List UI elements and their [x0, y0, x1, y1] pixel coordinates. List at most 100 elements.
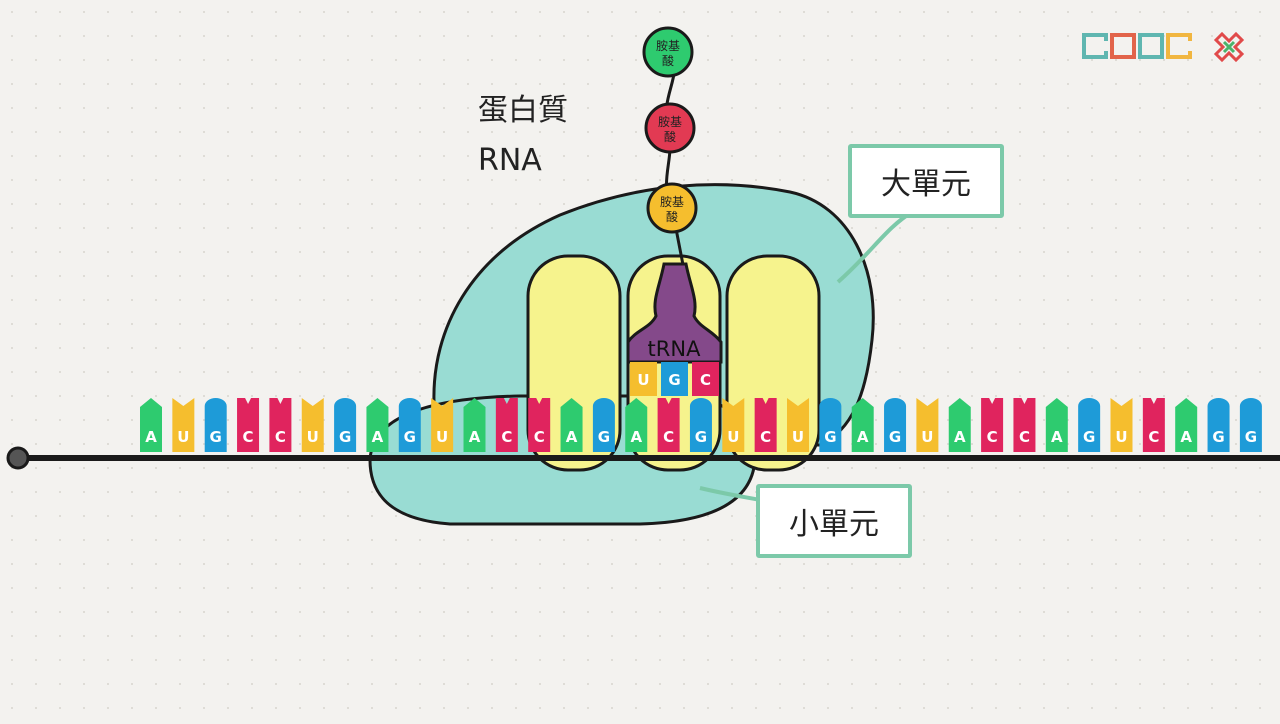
mrna-base: G: [398, 398, 421, 452]
amino-acid-label: 胺基: [660, 195, 684, 209]
amino-acid-label: 酸: [666, 209, 678, 224]
mrna-base-label: G: [1245, 428, 1257, 446]
mrna-base: G: [204, 398, 227, 452]
mrna-base-label: C: [663, 428, 674, 446]
amino-acid-label: 胺基: [658, 115, 682, 129]
large-subunit-callout: 大單元: [848, 144, 1004, 218]
partner-logo: [1213, 31, 1245, 63]
rna-label: RNA: [478, 143, 542, 178]
mrna-base: C: [528, 398, 551, 452]
mrna-base: G: [334, 398, 357, 452]
small-subunit-label: 小單元: [789, 507, 879, 542]
trna: tRNA U G C: [626, 262, 723, 396]
mrna-base: C: [237, 398, 260, 452]
mrna-base: A: [851, 398, 874, 452]
mrna-base-label: C: [987, 428, 998, 446]
amino-acid-label: 胺基: [656, 39, 680, 53]
mrna-base: C: [495, 398, 518, 452]
mrna-base: A: [1045, 398, 1068, 452]
mrna-base-label: G: [339, 428, 351, 446]
trna-anticodon-label: G: [668, 371, 680, 389]
mrna-base-label: C: [243, 428, 254, 446]
amino-acid: 胺基酸: [642, 26, 694, 78]
mrna-base-label: A: [469, 428, 481, 446]
mrna-base-label: A: [566, 428, 578, 446]
mrna-base: C: [1142, 398, 1165, 452]
amino-acid-label: 酸: [662, 53, 674, 68]
mrna-base-label: A: [630, 428, 642, 446]
mrna-base: C: [1013, 398, 1036, 452]
mrna-base-label: U: [307, 428, 319, 446]
mrna-base: C: [981, 398, 1004, 452]
mrna-base: A: [560, 398, 583, 452]
mrna-base: G: [689, 398, 712, 452]
mrna-base: U: [172, 398, 195, 452]
cool-english-logo: [1082, 33, 1192, 59]
trna-anticodon-base: G: [661, 362, 688, 396]
mrna-base-label: U: [436, 428, 448, 446]
mrna-base: U: [722, 398, 745, 452]
mrna-base-label: A: [372, 428, 384, 446]
trna-anticodon-label: C: [700, 371, 711, 389]
mrna-base: G: [819, 398, 842, 452]
mrna-base-label: U: [177, 428, 189, 446]
mrna-base: A: [1175, 398, 1198, 452]
protein-label: 蛋白質: [478, 93, 568, 128]
mrna-base: A: [625, 398, 648, 452]
mrna-base-label: G: [404, 428, 416, 446]
mrna-base-label: A: [954, 428, 966, 446]
mrna-base-label: U: [792, 428, 804, 446]
small-subunit-callout: 小單元: [756, 484, 912, 558]
amino-acid: 胺基酸: [646, 182, 698, 234]
mrna-base-label: A: [1180, 428, 1192, 446]
trna-anticodon-base: C: [692, 362, 719, 396]
trna-anticodon-base: U: [630, 362, 657, 396]
mrna-base-label: G: [824, 428, 836, 446]
amino-acid-label: 酸: [664, 129, 676, 144]
mrna-base-label: C: [534, 428, 545, 446]
mrna-base-label: G: [210, 428, 222, 446]
mrna-base-label: U: [1115, 428, 1127, 446]
mrna-base-label: A: [145, 428, 157, 446]
mrna-base-label: C: [501, 428, 512, 446]
trna-label: tRNA: [648, 337, 702, 361]
mrna-base: U: [1110, 398, 1133, 452]
mrna-base: G: [884, 398, 907, 452]
mrna-base: U: [787, 398, 809, 452]
trna-body: [626, 262, 723, 364]
mrna-base-label: C: [1019, 428, 1030, 446]
mrna-base-label: U: [727, 428, 739, 446]
mrna-base-label: G: [695, 428, 707, 446]
mrna-base: G: [1078, 398, 1101, 452]
mrna-base-label: C: [275, 428, 286, 446]
mrna-base-label: G: [598, 428, 610, 446]
mrna-base-label: G: [889, 428, 901, 446]
mrna-base-label: U: [921, 428, 933, 446]
amino-acid: 胺基酸: [644, 102, 696, 154]
mrna-base: C: [657, 398, 680, 452]
mrna-base: C: [269, 398, 292, 452]
mrna-five-prime-end: [6, 446, 30, 470]
mrna-base: U: [431, 398, 454, 452]
mrna-base: A: [948, 398, 971, 452]
mrna-base-label: G: [1212, 428, 1224, 446]
mrna-base: G: [1207, 398, 1230, 452]
mrna-base-label: C: [1148, 428, 1159, 446]
mrna-base: U: [301, 398, 324, 452]
mrna-base-label: C: [760, 428, 771, 446]
large-subunit-label: 大單元: [881, 167, 971, 202]
mrna-base: A: [366, 398, 389, 452]
mrna-base: G: [1239, 398, 1262, 452]
mrna-base: A: [463, 398, 486, 452]
trna-anticodon-label: U: [637, 371, 649, 389]
mrna-base-label: G: [1083, 428, 1095, 446]
mrna-base: U: [916, 398, 939, 452]
mrna-base: G: [592, 398, 615, 452]
mrna-base: C: [754, 398, 777, 452]
mrna-base: A: [140, 398, 162, 452]
mrna-base-label: A: [857, 428, 869, 446]
